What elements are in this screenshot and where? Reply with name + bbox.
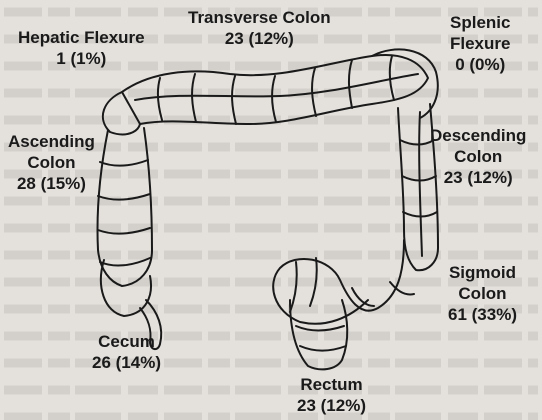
ascending-colon-label: Ascending Colon 28 (15%) [8, 131, 95, 194]
descending-colon-taenia [419, 112, 422, 256]
sigmoid-colon-label: Sigmoid Colon 61 (33%) [448, 262, 517, 325]
transverse-colon-taenia [135, 74, 418, 100]
cecum-shape [101, 260, 151, 316]
ascending-colon-value: 28 (15%) [8, 173, 95, 194]
rectum-haustra [296, 326, 346, 351]
sigmoid-colon-shape [273, 240, 404, 324]
cecum-value: 26 (14%) [92, 352, 161, 373]
descending-colon-value: 23 (12%) [430, 167, 526, 188]
rectum-label: Rectum 23 (12%) [297, 374, 366, 416]
rectum-name: Rectum [297, 374, 366, 395]
ascending-colon-shape [97, 128, 152, 286]
transverse-colon-haustra [158, 56, 394, 124]
hepatic-flexure-value: 1 (1%) [18, 48, 145, 69]
splenic-flexure-name-line1: Splenic [450, 12, 510, 33]
descending-colon-label: Descending Colon 23 (12%) [430, 125, 526, 188]
ascending-colon-name-line2: Colon [8, 152, 95, 173]
sigmoid-colon-haustra [290, 258, 414, 312]
ascending-colon-name-line1: Ascending [8, 131, 95, 152]
splenic-flexure-name-line2: Flexure [450, 33, 510, 54]
hepatic-flexure-name: Hepatic Flexure [18, 27, 145, 48]
sigmoid-colon-name-line2: Colon [448, 283, 517, 304]
splenic-flexure-shape [372, 49, 438, 118]
cecum-name: Cecum [92, 331, 161, 352]
splenic-flexure-value: 0 (0%) [450, 54, 510, 75]
transverse-colon-label: Transverse Colon 23 (12%) [188, 7, 331, 49]
rectum-value: 23 (12%) [297, 395, 366, 416]
transverse-colon-name: Transverse Colon [188, 7, 331, 28]
cecum-label: Cecum 26 (14%) [92, 331, 161, 373]
hepatic-flexure-label: Hepatic Flexure 1 (1%) [18, 27, 145, 69]
descending-colon-name-line2: Colon [430, 146, 526, 167]
sigmoid-colon-name-line1: Sigmoid [448, 262, 517, 283]
transverse-colon-shape [122, 55, 428, 124]
sigmoid-colon-value: 61 (33%) [448, 304, 517, 325]
transverse-colon-value: 23 (12%) [188, 28, 331, 49]
splenic-flexure-label: Splenic Flexure 0 (0%) [450, 12, 510, 75]
rectum-shape [290, 300, 347, 369]
ascending-colon-haustra [98, 160, 150, 265]
descending-colon-name-line1: Descending [430, 125, 526, 146]
